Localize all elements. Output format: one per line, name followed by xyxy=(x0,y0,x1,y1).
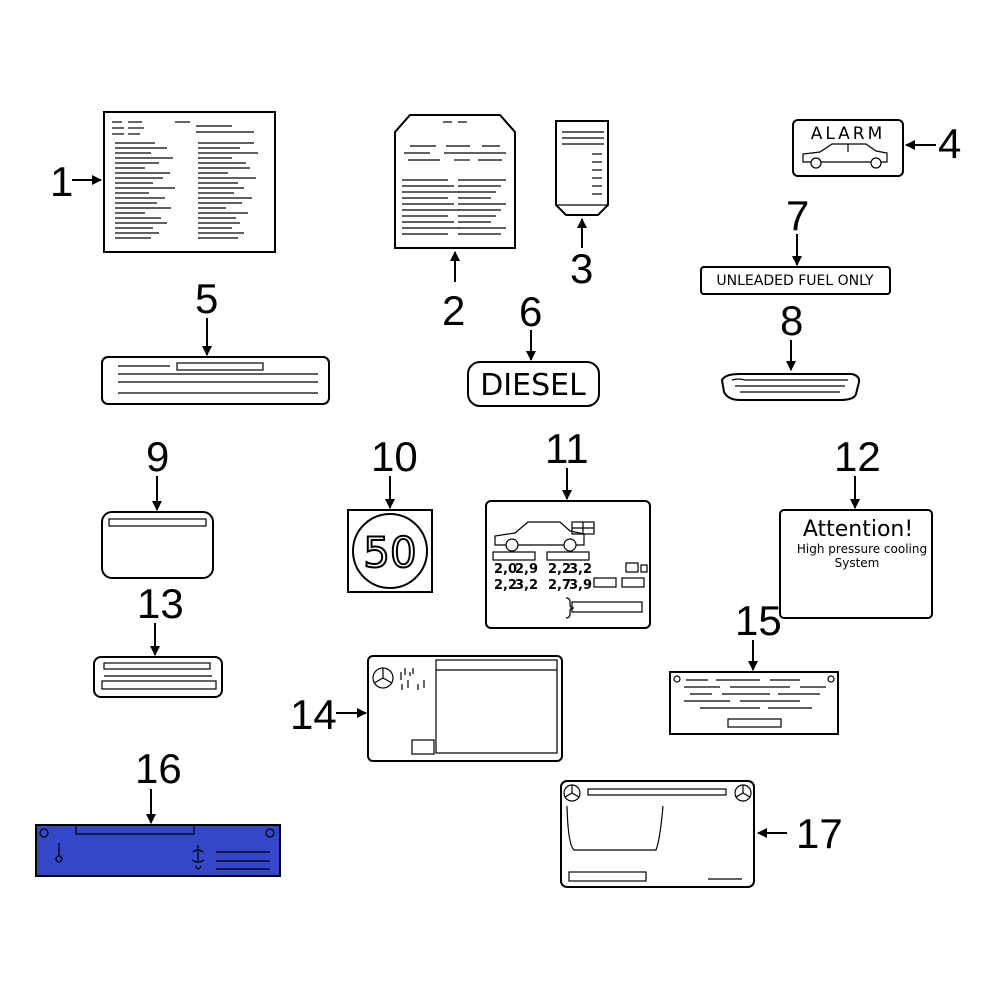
car-icon xyxy=(494,521,595,552)
unleaded-text: UNLEADED FUEL ONLY xyxy=(716,273,874,289)
callout-8: 8 xyxy=(780,297,803,371)
callout-9: 9 xyxy=(146,433,169,511)
label-8[interactable] xyxy=(720,373,861,401)
callout-4: 4 xyxy=(905,120,961,167)
callout-13-number: 13 xyxy=(137,580,184,627)
tire-value: 2,2 xyxy=(548,562,571,577)
callout-2-number: 2 xyxy=(442,287,465,334)
callout-6-number: 6 xyxy=(519,288,542,335)
callout-3: 3 xyxy=(570,218,593,292)
callout-7: 7 xyxy=(786,192,809,266)
callout-4-number: 4 xyxy=(938,120,961,167)
callout-11-number: 11 xyxy=(545,425,589,472)
callout-5-number: 5 xyxy=(195,275,218,322)
callout-15: 15 xyxy=(735,597,782,671)
label-11[interactable]: 2,0 2,9 2,2 3,2 2,2 3,2 2,7 3,9 xyxy=(485,500,651,629)
tire-value: 3,2 xyxy=(515,578,538,593)
label-2[interactable] xyxy=(394,114,516,249)
callout-14-number: 14 xyxy=(290,691,337,738)
diesel-text: DIESEL xyxy=(480,368,586,403)
mercedes-star-icon xyxy=(734,784,752,802)
thermometer-icon xyxy=(55,843,63,863)
tire-value: 2,0 xyxy=(494,562,517,577)
mercedes-star-icon xyxy=(563,784,581,802)
label-4[interactable]: ALARM xyxy=(792,119,904,177)
callout-1: 1 xyxy=(50,158,102,205)
label-17[interactable] xyxy=(560,780,755,888)
callout-3-number: 3 xyxy=(570,245,593,292)
callout-14: 14 xyxy=(290,691,367,738)
label-3[interactable] xyxy=(555,120,609,216)
label-13[interactable] xyxy=(93,656,223,698)
car-icon xyxy=(802,143,888,169)
attention-line-2: System xyxy=(835,556,880,570)
callout-8-number: 8 xyxy=(780,297,803,344)
label-7[interactable]: UNLEADED FUEL ONLY xyxy=(700,266,891,295)
callout-6: 6 xyxy=(519,288,542,361)
label-15[interactable] xyxy=(669,671,839,735)
alarm-text: ALARM xyxy=(811,124,886,144)
tire-value: 2,7 xyxy=(548,578,571,593)
callout-10-number: 10 xyxy=(371,433,418,480)
callout-9-number: 9 xyxy=(146,433,169,480)
callout-2: 2 xyxy=(442,251,465,334)
label-16[interactable] xyxy=(35,824,281,877)
callout-17: 17 xyxy=(757,810,843,857)
tire-value: 3,9 xyxy=(569,578,592,593)
callout-15-number: 15 xyxy=(735,597,782,644)
tire-value: 2,2 xyxy=(494,578,517,593)
callout-12-number: 12 xyxy=(834,433,881,480)
callout-17-number: 17 xyxy=(796,810,843,857)
tire-pressure-table: 2,0 2,9 2,2 3,2 2,2 3,2 2,7 3,9 xyxy=(494,562,592,593)
callout-7-number: 7 xyxy=(786,192,809,239)
label-14[interactable] xyxy=(367,655,563,762)
attention-line-1: High pressure cooling xyxy=(797,542,927,556)
label-6[interactable]: DIESEL xyxy=(467,361,600,407)
callout-13: 13 xyxy=(137,580,184,656)
speed-value-text: 50 xyxy=(363,528,416,577)
callout-10: 10 xyxy=(371,433,418,509)
mercedes-star-icon xyxy=(372,667,394,689)
callout-5: 5 xyxy=(195,275,218,356)
callout-16-number: 16 xyxy=(135,745,182,792)
callout-11: 11 xyxy=(545,425,589,500)
label-5[interactable] xyxy=(101,356,330,405)
callout-12: 12 xyxy=(834,433,881,509)
tire-value: 2,9 xyxy=(515,562,538,577)
label-9[interactable] xyxy=(101,511,214,579)
label-1[interactable] xyxy=(103,111,276,253)
label-10[interactable]: 50 xyxy=(347,509,433,593)
label-12[interactable]: Attention! High pressure cooling System xyxy=(779,509,933,619)
coolant-icon xyxy=(191,845,205,870)
callout-1-number: 1 xyxy=(50,158,73,205)
attention-title: Attention! xyxy=(803,517,913,542)
callout-16: 16 xyxy=(135,745,182,824)
tire-value: 3,2 xyxy=(569,562,592,577)
